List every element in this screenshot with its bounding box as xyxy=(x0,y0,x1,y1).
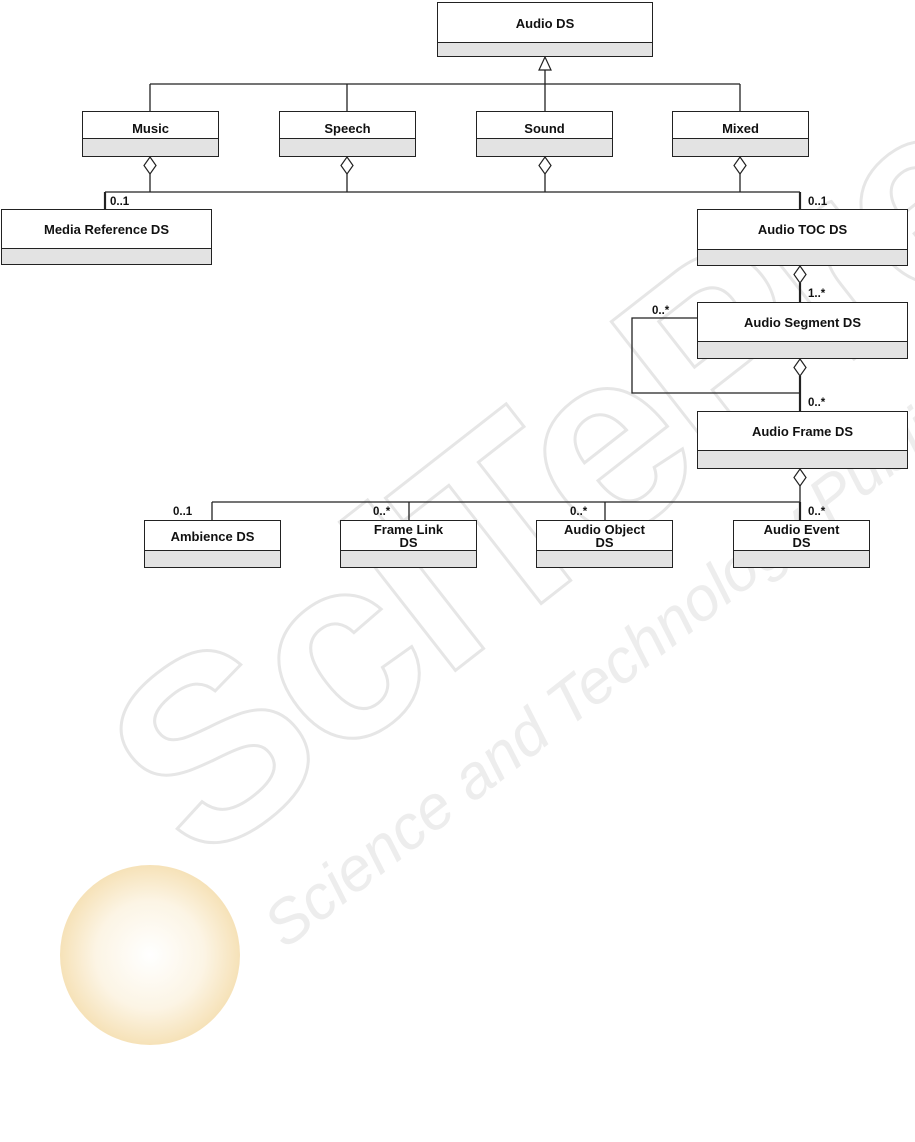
class-name: Audio Object DS xyxy=(537,521,672,551)
attribute-compartment xyxy=(145,550,280,567)
attribute-compartment xyxy=(341,550,476,567)
attribute-compartment xyxy=(477,138,612,156)
aggregation-line xyxy=(212,486,800,502)
attribute-compartment xyxy=(537,550,672,567)
multiplicity-ambience: 0..1 xyxy=(173,506,192,518)
aggregation-diamond xyxy=(794,266,806,283)
aggregation-diamond xyxy=(539,157,551,174)
attribute-compartment xyxy=(698,341,907,359)
generalization-arrowhead xyxy=(539,57,551,70)
multiplicity-audio-toc: 0..1 xyxy=(808,196,827,208)
class-audio-ds: Audio DS xyxy=(437,2,653,57)
class-audio-event-ds: Audio Event DS xyxy=(733,520,870,568)
attribute-compartment xyxy=(438,42,652,56)
multiplicity-segment-self: 0..* xyxy=(652,305,669,317)
class-audio-toc-ds: Audio TOC DS xyxy=(697,209,908,266)
multiplicity-audio-frame: 0..* xyxy=(808,397,825,409)
class-speech: Speech xyxy=(279,111,416,157)
aggregation-diamond xyxy=(734,157,746,174)
multiplicity-audio-segment: 1..* xyxy=(808,288,825,300)
attribute-compartment xyxy=(83,138,218,156)
class-mixed: Mixed xyxy=(672,111,809,157)
aggregation-diamond xyxy=(144,157,156,174)
class-audio-object-ds: Audio Object DS xyxy=(536,520,673,568)
attribute-compartment xyxy=(734,550,869,567)
class-music: Music xyxy=(82,111,219,157)
class-name: Ambience DS xyxy=(145,521,280,551)
class-ambience-ds: Ambience DS xyxy=(144,520,281,568)
multiplicity-media-reference: 0..1 xyxy=(110,196,129,208)
multiplicity-frame-link: 0..* xyxy=(373,506,390,518)
class-name: Media Reference DS xyxy=(2,210,211,249)
aggregation-diamond xyxy=(341,157,353,174)
class-name: Audio Event DS xyxy=(734,521,869,551)
class-name: Audio Segment DS xyxy=(698,303,907,342)
class-audio-segment-ds: Audio Segment DS xyxy=(697,302,908,359)
attribute-compartment xyxy=(698,249,907,265)
multiplicity-audio-object: 0..* xyxy=(570,506,587,518)
class-frame-link-ds: Frame Link DS xyxy=(340,520,477,568)
class-name: Audio DS xyxy=(438,3,652,43)
class-audio-frame-ds: Audio Frame DS xyxy=(697,411,908,469)
class-name: Audio TOC DS xyxy=(698,210,907,250)
attribute-compartment xyxy=(2,248,211,264)
multiplicity-audio-event: 0..* xyxy=(808,506,825,518)
class-name: Frame Link DS xyxy=(341,521,476,551)
aggregation-diamond xyxy=(794,359,806,376)
class-name: Audio Frame DS xyxy=(698,412,907,451)
class-sound: Sound xyxy=(476,111,613,157)
attribute-compartment xyxy=(673,138,808,156)
attribute-compartment xyxy=(698,450,907,468)
aggregation-line xyxy=(212,502,605,520)
attribute-compartment xyxy=(280,138,415,156)
aggregation-line xyxy=(105,174,800,192)
inheritance-line xyxy=(150,70,740,112)
aggregation-diamond xyxy=(794,469,806,486)
class-media-reference-ds: Media Reference DS xyxy=(1,209,212,265)
